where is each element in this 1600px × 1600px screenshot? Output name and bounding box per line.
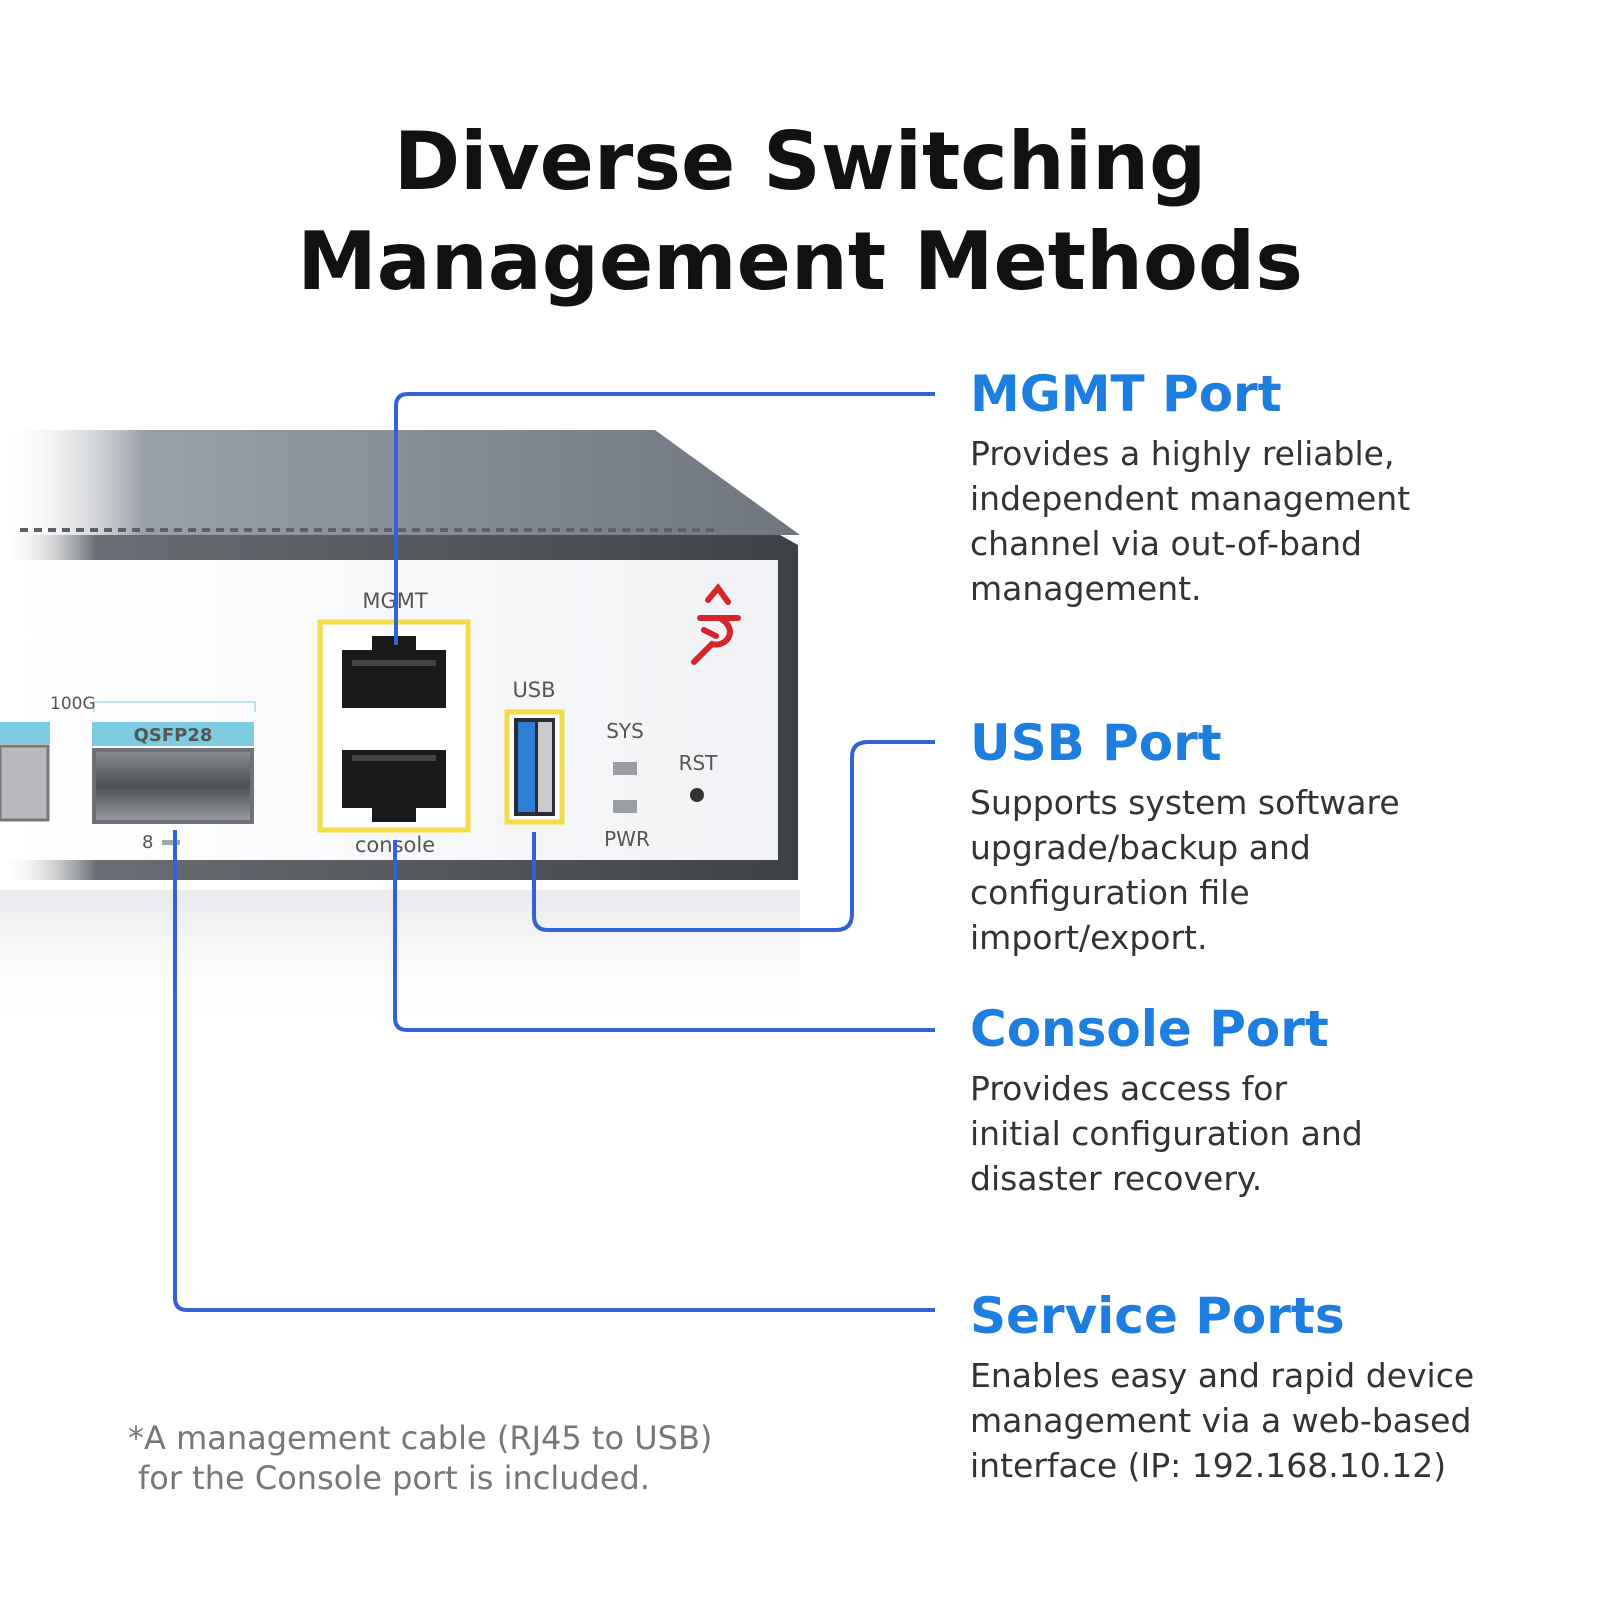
console-callout-line <box>393 840 935 1032</box>
feature-description: Provides a highly reliable, independent … <box>970 434 1411 608</box>
feature-heading: MGMT Port <box>970 365 1282 423</box>
mgmt-callout-line <box>394 392 935 645</box>
usb-callout-line <box>532 740 935 932</box>
feature-heading: Console Port <box>970 1000 1329 1058</box>
chassis-top <box>0 430 800 535</box>
feature-heading: Service Ports <box>970 1287 1345 1345</box>
feature-console-port: Console Port Provides access for initial… <box>970 998 1570 1201</box>
usb-port-icon <box>504 709 565 825</box>
reset-button-icon <box>690 788 704 802</box>
console-rj45-port-icon <box>342 750 446 822</box>
feature-description: Enables easy and rapid device management… <box>970 1356 1475 1485</box>
feature-mgmt-port: MGMT Port Provides a highly reliable, in… <box>970 363 1570 611</box>
feature-description: Provides access for initial configuratio… <box>970 1069 1363 1198</box>
usb-label: USB <box>512 678 555 702</box>
footnote-line-2: for the Console port is included. <box>138 1459 650 1497</box>
device-reflection <box>0 890 800 1040</box>
page-title-line-1: Diverse Switching <box>393 115 1207 208</box>
partial-port-left <box>0 722 50 822</box>
feature-service-ports: Service Ports Enables easy and rapid dev… <box>970 1285 1570 1488</box>
sys-label: SYS <box>606 719 644 743</box>
callout-lines <box>173 392 935 1312</box>
rj45-port-icon <box>342 636 446 708</box>
footnote-line-1: *A management cable (RJ45 to USB) <box>128 1419 713 1457</box>
rst-label: RST <box>679 751 719 775</box>
brand-logo-icon <box>691 583 741 665</box>
footnote: *A management cable (RJ45 to USB) for th… <box>128 1418 712 1498</box>
service-callout-line <box>173 830 935 1312</box>
page-title: Diverse Switching Management Methods <box>0 112 1600 312</box>
page-title-line-2: Management Methods <box>297 215 1303 308</box>
feature-heading: USB Port <box>970 714 1222 772</box>
sys-led-icon <box>613 762 637 775</box>
pwr-led-icon <box>613 800 637 813</box>
qsfp-label: QSFP28 <box>134 725 213 746</box>
qsfp-port-icon: 100G QSFP28 8 <box>50 694 256 853</box>
pwr-label: PWR <box>604 827 650 851</box>
feature-description: Supports system software upgrade/backup … <box>970 783 1400 957</box>
feature-usb-port: USB Port Supports system software upgrad… <box>970 712 1570 960</box>
port-number-label: 8 <box>142 832 153 853</box>
speed-label: 100G <box>50 694 96 714</box>
